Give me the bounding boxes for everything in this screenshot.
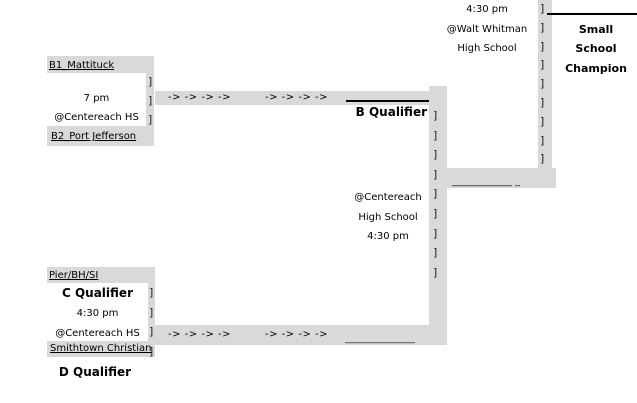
team-c-name: Pier/BH/SI bbox=[49, 270, 99, 281]
champion-slot-line bbox=[547, 0, 637, 15]
bracket-strip-semifinal: ]]]]]]]]] bbox=[429, 86, 447, 345]
bracket-glyph: ] bbox=[433, 226, 438, 240]
final-game-venue-line1: @Walt Whitman bbox=[446, 23, 528, 35]
match-cd-time: 4:30 pm bbox=[76, 308, 119, 319]
team-c: Pier/BH/SI bbox=[49, 268, 98, 283]
semifinal-venue-line2: High School bbox=[358, 211, 418, 223]
bracket-glyph: ] bbox=[540, 152, 545, 166]
champion-label-line3: Champion bbox=[565, 61, 627, 75]
bracket-glyph: ] bbox=[540, 95, 545, 109]
b-qualifier-label: B Qualifier bbox=[355, 105, 427, 119]
bracket-glyph: ] bbox=[433, 246, 438, 260]
bracket-glyph: ] bbox=[149, 305, 154, 319]
bracket-glyph: ] bbox=[148, 94, 153, 107]
bracket-glyph: ] bbox=[540, 20, 545, 34]
champion-label-line1: Small bbox=[578, 22, 614, 36]
match-b-time: 7 pm bbox=[83, 93, 110, 104]
team-d: Smithtown Christian bbox=[50, 341, 151, 356]
team-b1-name: B1_Mattituck bbox=[49, 60, 115, 71]
bracket-strip-match-cd: ]]]] bbox=[147, 283, 155, 362]
final-game-info: 4:30 pm @Walt Whitman High School bbox=[437, 0, 537, 59]
b-qualifier-slot-line bbox=[346, 85, 434, 102]
final-game-time: 4:30 pm bbox=[466, 4, 508, 15]
bracket-glyph: ] bbox=[540, 2, 545, 15]
bracket-glyph: ] bbox=[540, 58, 545, 72]
bracket-glyph: ] bbox=[149, 325, 154, 339]
match-cd-venue: @Centereach HS bbox=[55, 328, 140, 339]
semifinal-winner-slot-line: ____________ _ bbox=[447, 168, 556, 188]
bracket-glyph: ] bbox=[433, 109, 438, 122]
champion-label: Small School Champion bbox=[555, 20, 637, 79]
match-cd-game-box bbox=[47, 283, 148, 341]
bracket-glyph: ] bbox=[433, 187, 438, 201]
team-d-name: Smithtown Christian bbox=[50, 343, 152, 354]
bracket-glyph: ] bbox=[540, 39, 545, 53]
bracket-glyph: ] bbox=[148, 75, 153, 88]
c-qualifier-label: C Qualifier bbox=[61, 286, 133, 300]
bracket-glyph: ] bbox=[540, 77, 545, 91]
d-qualifier-slot-line: ______________ bbox=[345, 333, 415, 344]
bracket-strip-match-b: ]]] bbox=[146, 72, 154, 129]
advance-path-cd: -> -> -> -> -> -> -> -> ______________ bbox=[155, 325, 447, 345]
d-qualifier-label: D Qualifier bbox=[58, 365, 132, 379]
semifinal-game-info: @Centereach High School 4:30 pm bbox=[348, 188, 428, 247]
bracket-glyph: ] bbox=[433, 167, 438, 181]
final-game-venue-line2: High School bbox=[457, 43, 517, 55]
bracket-glyph: ] bbox=[433, 206, 438, 220]
champion-label-line2: School bbox=[575, 42, 617, 56]
bracket-glyph: ] bbox=[149, 344, 154, 358]
bracket-glyph: ] bbox=[433, 128, 438, 142]
match-b-venue: @Centereach HS bbox=[54, 112, 139, 123]
bracket-glyph: ] bbox=[433, 265, 438, 279]
bracket-glyph: ] bbox=[433, 148, 438, 162]
bracket-glyph: ] bbox=[540, 114, 545, 128]
team-b2: B2_Port Jefferson bbox=[51, 129, 136, 144]
advance-arrows: -> -> -> -> bbox=[168, 329, 231, 340]
bracket-strip-final: ]]]]]]]]]] bbox=[538, 0, 552, 188]
advance-arrows: -> -> -> -> bbox=[265, 329, 328, 340]
match-b-game-box bbox=[47, 73, 146, 126]
bracket-glyph: ] bbox=[149, 286, 154, 299]
bracket-glyph: ] bbox=[148, 113, 153, 126]
semifinal-time: 4:30 pm bbox=[367, 231, 409, 243]
bracket-glyph: ] bbox=[540, 133, 545, 147]
team-b2-name: B2_Port Jefferson bbox=[51, 131, 137, 142]
advance-arrows: -> -> -> -> bbox=[168, 92, 231, 103]
advance-arrows: -> -> -> -> bbox=[265, 92, 328, 103]
semifinal-venue-line1: @Centereach bbox=[354, 192, 422, 203]
team-b1: B1_Mattituck bbox=[49, 58, 114, 73]
